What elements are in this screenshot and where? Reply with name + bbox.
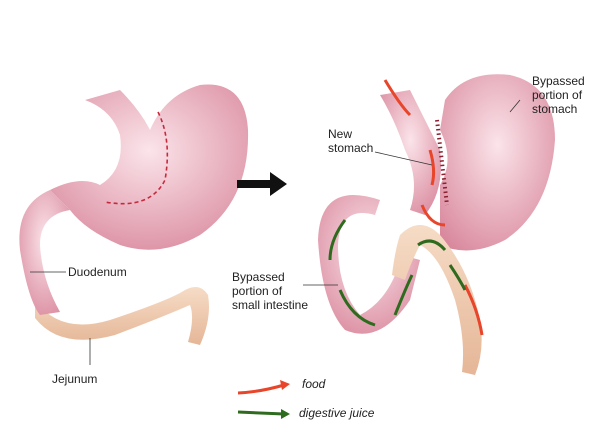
- juice-arrows: [328, 219, 467, 327]
- label-line: small intestine: [232, 298, 309, 312]
- label-line: Bypassed: [232, 270, 285, 284]
- juice-legend-arrow-icon: [237, 410, 285, 416]
- label-line: stomach: [328, 141, 374, 155]
- staple-line: [435, 119, 449, 206]
- label-line: Bypassed: [532, 74, 585, 88]
- bypass-anatomy: [303, 74, 555, 375]
- food-legend-arrow-icon: [237, 383, 285, 395]
- stomach-shape: [50, 84, 249, 250]
- transition-arrow: [237, 172, 287, 196]
- label-bypassed-stomach: Bypassed portion of stomach: [532, 74, 585, 116]
- normal-anatomy: [19, 84, 249, 345]
- legend-food: food: [302, 377, 326, 391]
- left-leader-lines: [30, 271, 91, 365]
- label-jejunum: Jejunum: [52, 372, 98, 386]
- label-line: New: [328, 127, 353, 141]
- label-line: portion of: [532, 88, 583, 102]
- juice-legend-arrow-head: [281, 409, 290, 419]
- leader-lines: [303, 99, 521, 286]
- staple-line: [104, 111, 169, 205]
- label-bypassed-intestine: Bypassed portion of small intestine: [232, 270, 308, 312]
- label-new-stomach: New stomach: [328, 127, 373, 155]
- new-stomach-shape: [380, 90, 441, 215]
- roux-limb-shape: [392, 225, 482, 375]
- jejunum-shape: [35, 286, 209, 345]
- bypassed-stomach-shape: [440, 74, 555, 251]
- food-arrows: [383, 79, 484, 336]
- food-legend-arrow-head: [280, 380, 290, 390]
- label-line: stomach: [532, 102, 578, 116]
- label-duodenum: Duodenum: [68, 265, 127, 279]
- duodenum-shape: [19, 190, 70, 315]
- legend-digestive-juice: digestive juice: [299, 406, 375, 420]
- label-line: portion of: [232, 284, 283, 298]
